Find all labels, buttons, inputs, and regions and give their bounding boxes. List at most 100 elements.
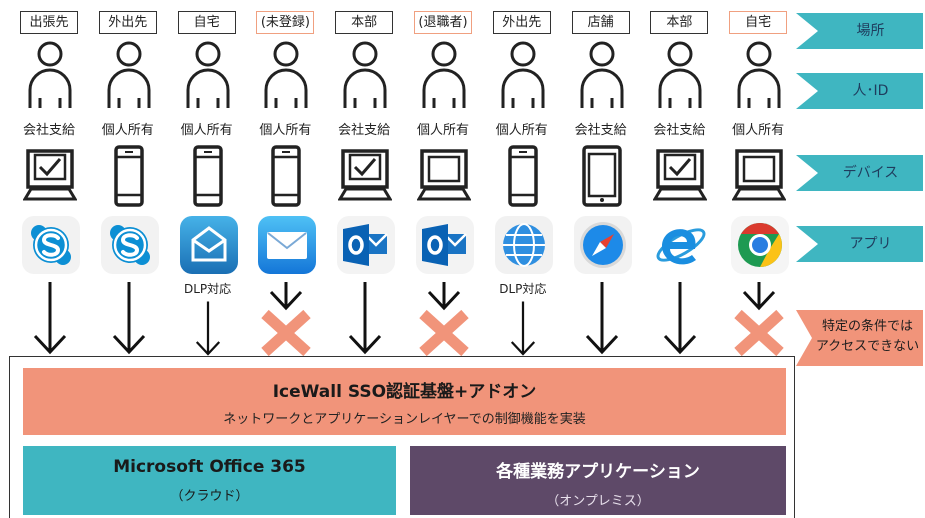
user-column: 本部会社支給 (641, 0, 721, 370)
user-column: 店舗会社支給 (563, 0, 643, 370)
location-label: 自宅 (729, 11, 788, 34)
ownership-label: 個人所有 (495, 123, 548, 138)
smartphone-icon (181, 145, 235, 209)
ownership-label: 会社支給 (574, 123, 627, 138)
person-icon (342, 40, 388, 110)
row-label-person: 人･ID (796, 73, 923, 109)
row-label-location: 場所 (796, 13, 923, 49)
location-label: 本部 (650, 11, 709, 34)
chrome-icon (731, 216, 790, 274)
smartphone-icon (259, 145, 313, 209)
short-arrow-icon (739, 280, 779, 360)
location-label: 出張先 (20, 11, 78, 34)
laptop-icon (337, 145, 393, 209)
internet-explorer-icon (652, 216, 711, 274)
user-column: (未登録) 個人所有 (247, 0, 327, 370)
short-arrow-icon (266, 280, 306, 360)
arrow-badge-icon (796, 310, 923, 366)
down-arrow-icon (345, 280, 385, 360)
skype-icon (22, 216, 80, 274)
person-icon (500, 40, 546, 110)
blocked-x-icon (417, 308, 471, 358)
laptop-icon (22, 145, 78, 209)
platform-frame (9, 356, 795, 518)
laptop-icon (652, 145, 709, 209)
office365-subtitle: （クラウド） (170, 489, 249, 504)
ownership-label: 会社支給 (22, 123, 75, 138)
tablet-icon (575, 145, 629, 209)
person-icon (263, 40, 309, 110)
smartphone-icon (102, 145, 156, 209)
laptop-icon (731, 145, 787, 209)
user-column: 外出先個人所有 DLP対応 (484, 0, 564, 370)
safari-icon (573, 216, 632, 274)
user-column: 自宅個人所有 DLP対応 (169, 0, 249, 370)
row-label-app-text: アプリ (849, 236, 892, 252)
person-icon (736, 40, 782, 110)
short-arrow-icon (424, 280, 464, 360)
user-column: (退職者) 個人所有 (405, 0, 485, 370)
location-label: 本部 (335, 11, 394, 34)
person-icon (579, 40, 625, 110)
down-arrow-icon (109, 280, 149, 360)
location-label: 外出先 (98, 11, 157, 34)
person-icon (27, 40, 73, 110)
business-apps-title: 各種業務アプリケーション (496, 462, 700, 482)
laptop-icon (416, 145, 472, 209)
user-column: 自宅個人所有 (720, 0, 800, 370)
location-label: 自宅 (177, 11, 236, 34)
sso-platform-box: IceWall SSO認証基盤+アドオン ネットワークとアプリケーションレイヤー… (23, 368, 786, 435)
business-apps-subtitle: （オンプレミス） (546, 494, 650, 509)
ownership-label: 個人所有 (259, 123, 312, 138)
row-label-person-text: 人･ID (852, 83, 889, 99)
business-apps-box: 各種業務アプリケーション （オンプレミス） (410, 446, 786, 515)
access-denied-line2: アクセスできない (815, 339, 920, 354)
down-arrow-icon (503, 300, 543, 380)
arrow-badge-icon (796, 13, 923, 49)
user-column: 出張先会社支給 (11, 0, 91, 370)
person-icon (106, 40, 152, 110)
ownership-label: 個人所有 (732, 123, 785, 138)
ownership-label: 個人所有 (180, 123, 233, 138)
dlp-note: DLP対応 (499, 282, 547, 296)
user-column: 外出先個人所有 (90, 0, 170, 370)
outlook-icon (416, 216, 474, 274)
blocked-x-icon (259, 308, 313, 358)
down-arrow-icon (582, 280, 622, 360)
sso-subtitle: ネットワークとアプリケーションレイヤーでの制御機能を実装 (223, 412, 586, 427)
location-label: 外出先 (492, 11, 551, 34)
sso-title: IceWall SSO認証基盤+アドオン (272, 382, 537, 402)
row-label-location-text: 場所 (856, 23, 885, 39)
secure-browser-icon (494, 216, 553, 274)
dlp-note: DLP対応 (184, 282, 232, 296)
person-icon (421, 40, 467, 110)
down-arrow-icon (30, 280, 70, 360)
skype-icon (100, 216, 159, 274)
person-icon (185, 40, 231, 110)
access-denied-line1: 特定の条件では (821, 319, 913, 334)
down-arrow-icon (660, 280, 700, 360)
smartphone-icon (496, 145, 550, 209)
arrow-badge-icon (796, 226, 923, 262)
ownership-label: 個人所有 (101, 123, 154, 138)
outlook-icon (337, 216, 396, 274)
person-icon (657, 40, 703, 110)
mail-icon (258, 216, 317, 274)
secure-mail-app-icon (179, 216, 238, 274)
blocked-x-icon (732, 308, 786, 358)
arrow-badge-icon (796, 73, 923, 109)
user-column: 本部会社支給 (326, 0, 406, 370)
arrow-badge-icon (796, 155, 923, 191)
row-label-device-text: デバイス (842, 165, 899, 181)
location-label: (未登録) (256, 11, 315, 34)
row-label-device: デバイス (796, 155, 923, 191)
row-label-app: アプリ (796, 226, 923, 262)
office365-title: Microsoft Office 365 (113, 457, 306, 477)
location-label: 店舗 (571, 11, 630, 34)
down-arrow-icon (188, 300, 228, 380)
location-label: (退職者) (414, 11, 472, 34)
access-denied-label: 特定の条件では アクセスできない (796, 310, 923, 366)
ownership-label: 会社支給 (338, 123, 391, 138)
ownership-label: 個人所有 (416, 123, 469, 138)
ownership-label: 会社支給 (653, 123, 706, 138)
